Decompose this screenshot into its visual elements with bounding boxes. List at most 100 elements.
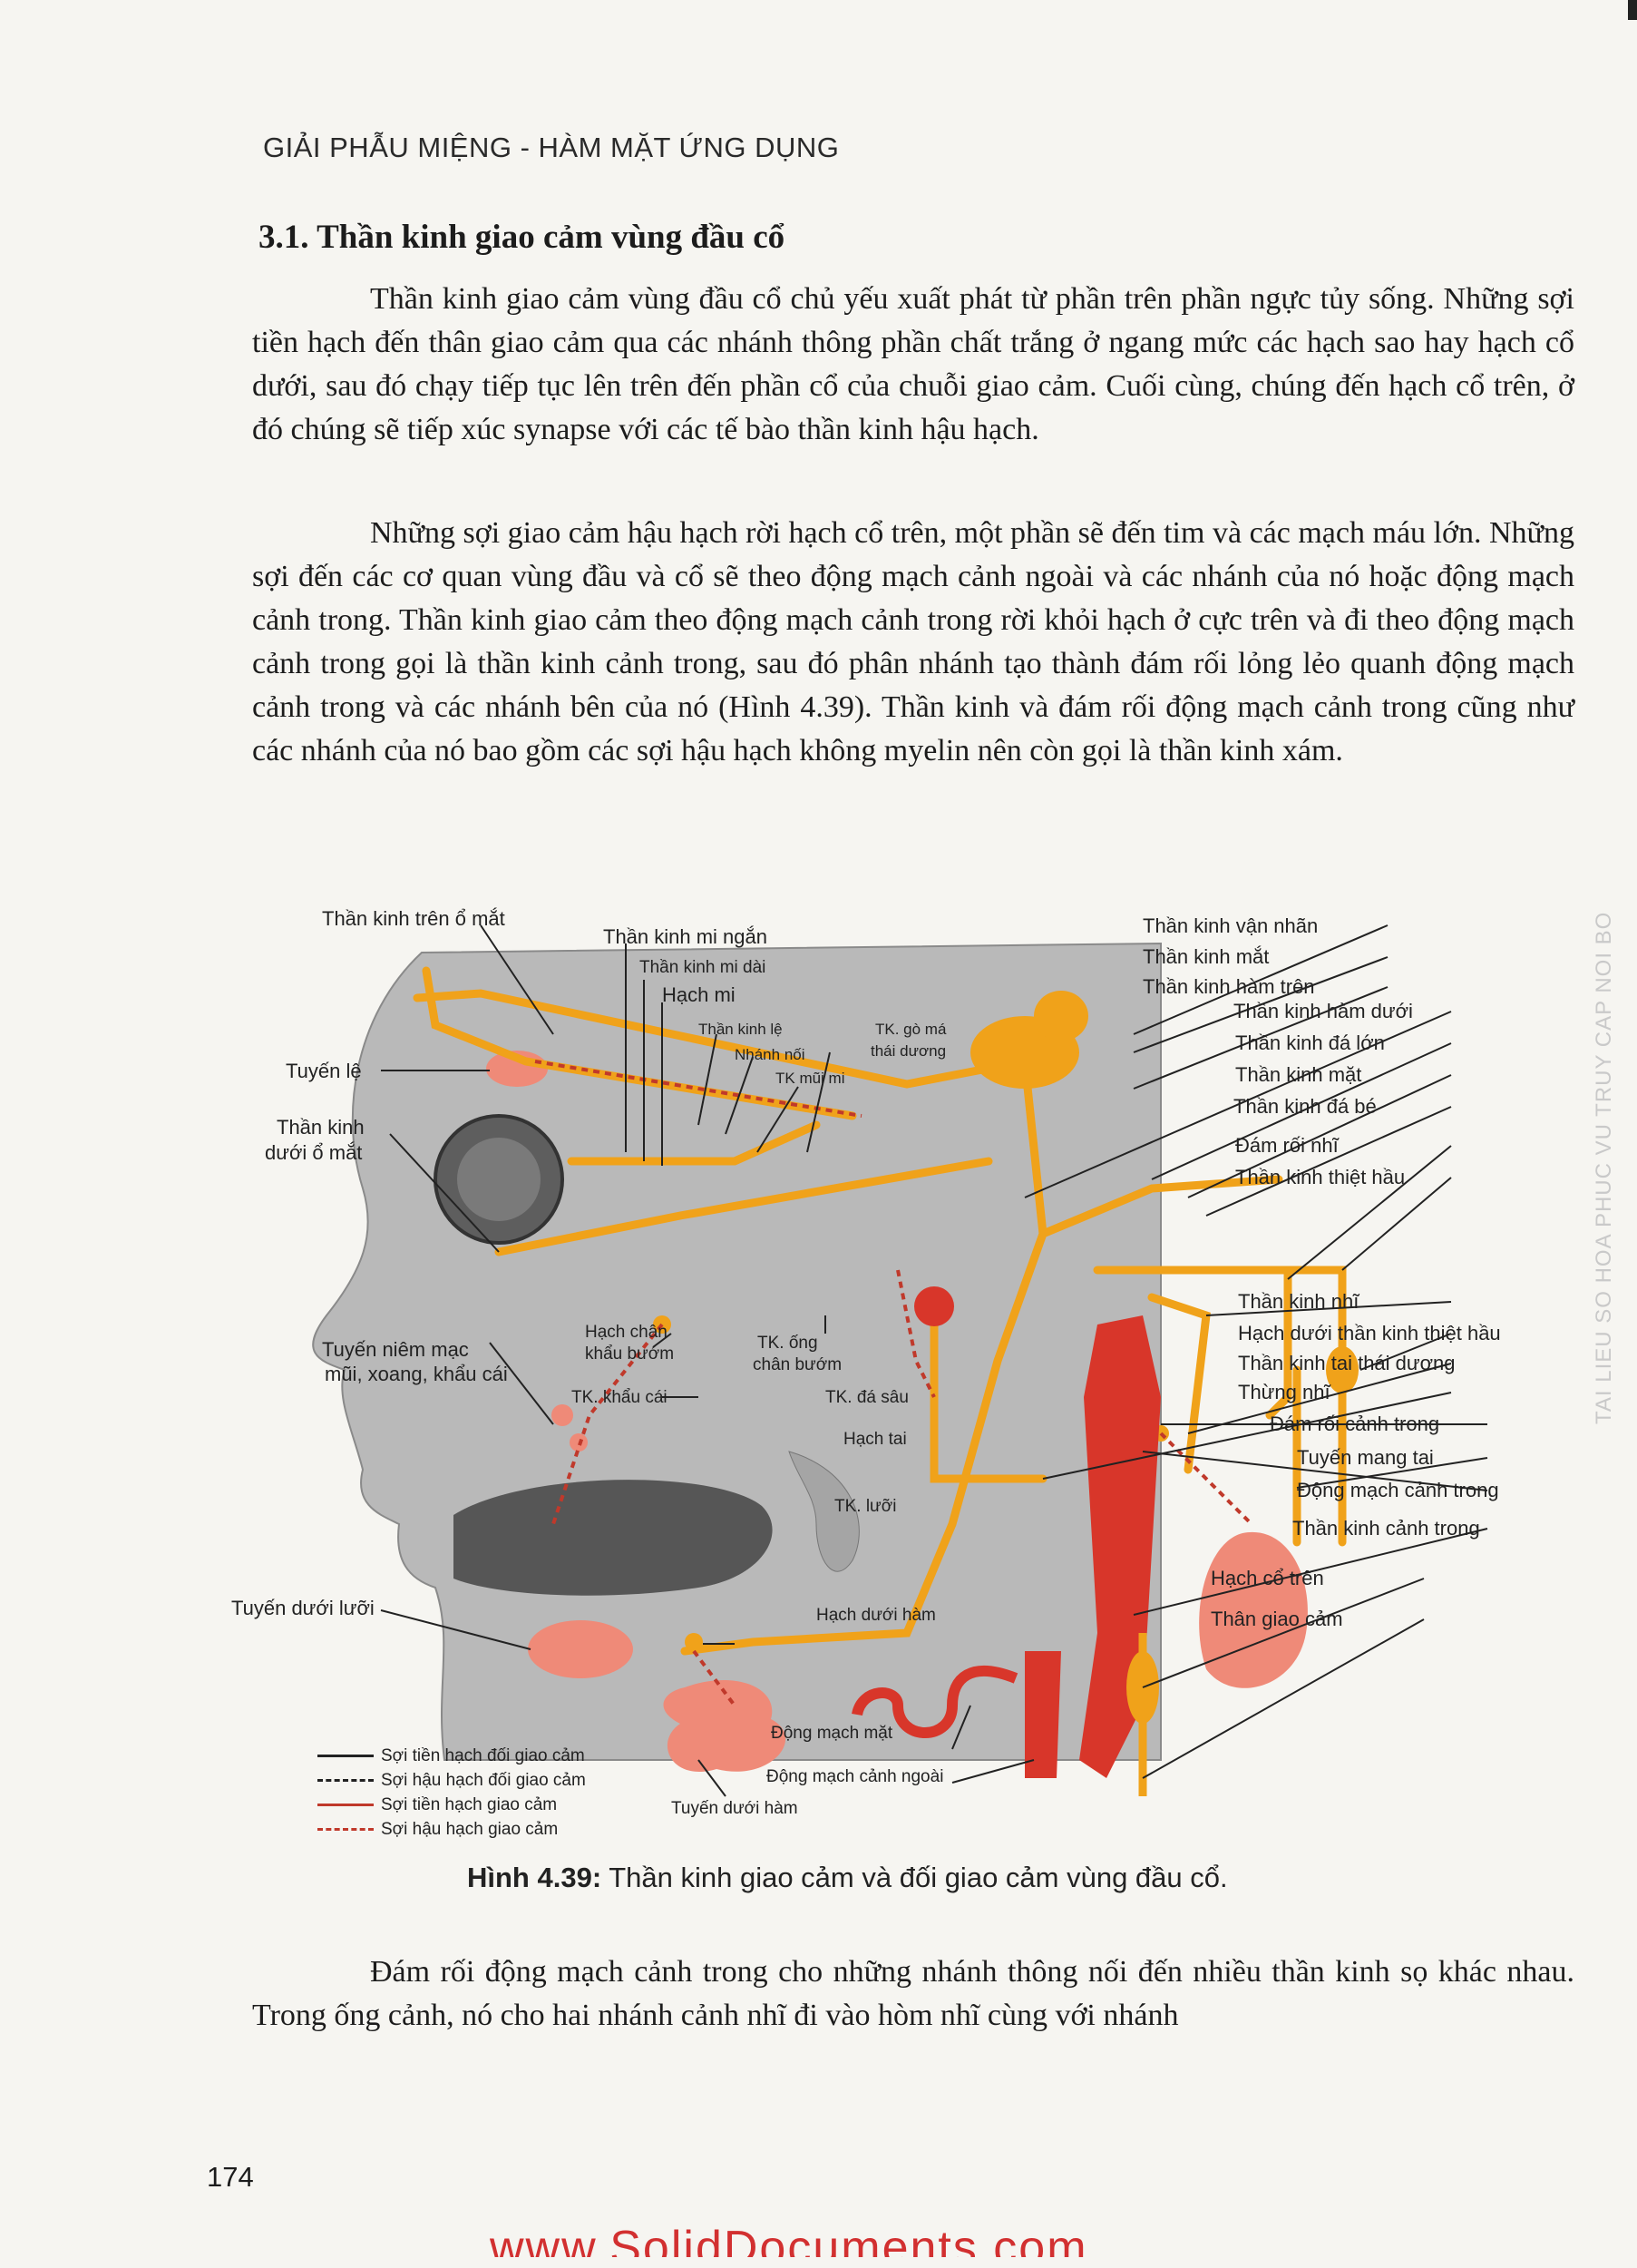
caption-text: Thần kinh giao cảm và đối giao cảm vùng … bbox=[601, 1862, 1228, 1893]
postganglionic-fibres bbox=[534, 1060, 1253, 1707]
label-deep-petrosal-nerve: TK. đá sâu bbox=[825, 1388, 909, 1407]
scan-corner-mark bbox=[1628, 0, 1637, 20]
figure-caption: Hình 4.39: Thần kinh giao cảm và đối gia… bbox=[467, 1862, 1228, 1894]
infraorbital-nerve bbox=[494, 1157, 993, 1256]
legend-row-preganglionic-sympathetic: Sợi tiền hạch giao cảm bbox=[317, 1793, 586, 1817]
running-header: GIẢI PHẪU MIỆNG - HÀM MẶT ỨNG DỤNG bbox=[263, 132, 840, 163]
paragraph-1: Thần kinh giao cảm vùng đầu cổ chủ yếu x… bbox=[252, 278, 1574, 452]
label-sublingual-gland: Tuyến dưới lưỡi bbox=[231, 1597, 375, 1619]
label-short-ciliary-nerve: Thần kinh mi ngắn bbox=[603, 925, 767, 948]
label-tympanic-nerve: Thần kinh nhĩ bbox=[1238, 1290, 1359, 1313]
submandibular-ganglion bbox=[685, 1633, 703, 1651]
label-internal-carotid-artery: Động mạch cảnh trong bbox=[1297, 1479, 1499, 1501]
label-parotid-gland: Tuyến mang tai bbox=[1297, 1446, 1434, 1469]
label-pterygopalatine-ganglion-2: khẩu bướm bbox=[585, 1344, 675, 1364]
legend-row-postganglionic-parasympathetic: Sợi hậu hạch đối giao cảm bbox=[317, 1768, 586, 1793]
label-mandibular-nerve: Thần kinh hàm dưới bbox=[1233, 1000, 1413, 1022]
anatomy-illustration bbox=[312, 924, 1488, 1797]
ciliary-nerve bbox=[567, 1120, 821, 1166]
chorda-tympani bbox=[930, 1302, 1047, 1483]
label-internal-carotid-plexus: Đám rối cảnh trong bbox=[1270, 1413, 1440, 1435]
figure-4-39: Thần kinh trên ổ mắt Thần kinh mi ngắn T… bbox=[227, 889, 1587, 1851]
lacrimal-fibre bbox=[534, 1060, 862, 1118]
section-title: 3.1. Thần kinh giao cảm vùng đầu cổ bbox=[258, 219, 785, 256]
legend-label: Sợi tiền hạch đối giao cảm bbox=[381, 1746, 585, 1765]
legend-label: Sợi tiền hạch giao cảm bbox=[381, 1795, 558, 1814]
label-mucosal-glands-2: mũi, xoang, khẩu cái bbox=[325, 1363, 508, 1385]
label-internal-carotid-nerve: Thần kinh cảnh trong bbox=[1292, 1517, 1480, 1540]
label-palatine-nerve: TK. khẩu cái bbox=[571, 1388, 667, 1407]
leader-lines bbox=[380, 924, 1488, 1797]
label-tympanic-plexus: Đám rối nhĩ bbox=[1235, 1134, 1339, 1157]
label-facial-nerve: Thần kinh mặt bbox=[1235, 1063, 1362, 1086]
label-infraorbital-nerve-1: Thần kinh bbox=[277, 1116, 365, 1139]
caption-label: Hình 4.39: bbox=[467, 1862, 602, 1893]
tongue bbox=[453, 1480, 773, 1596]
label-ciliary-ganglion: Hạch mi bbox=[662, 983, 736, 1006]
legend-swatch-dashed-red bbox=[317, 1828, 374, 1831]
legend-row-preganglionic-parasympathetic: Sợi tiền hạch đối giao cảm bbox=[317, 1744, 586, 1768]
label-zygomaticotemporal-nerve: TK. gò má bbox=[875, 1021, 947, 1038]
label-sympathetic-trunk: Thân giao cảm bbox=[1211, 1608, 1343, 1630]
label-submandibular-gland: Tuyến dưới hàm bbox=[671, 1799, 798, 1818]
page-number: 174 bbox=[207, 2161, 254, 2193]
label-otic-ganglion: Hạch tai bbox=[843, 1430, 907, 1449]
label-pterygoid-canal-nerve-1: TK. ống bbox=[757, 1334, 818, 1353]
label-pterygopalatine-ganglion-1: Hạch chân bbox=[585, 1323, 667, 1342]
label-supraorbital-nerve: Thần kinh trên ổ mắt bbox=[322, 907, 505, 930]
label-submandibular-ganglion: Hạch dưới hàm bbox=[816, 1606, 936, 1625]
label-greater-petrosal-nerve: Thần kinh đá lớn bbox=[1235, 1031, 1385, 1054]
label-nasociliary-nerve: TK mũi mi bbox=[775, 1070, 845, 1087]
paragraph-1-text: Thần kinh giao cảm vùng đầu cổ chủ yếu x… bbox=[252, 282, 1574, 446]
label-glossopharyngeal-nerve: Thần kinh thiệt hầu bbox=[1235, 1166, 1406, 1188]
figure-legend: Sợi tiền hạch đối giao cảm Sợi hậu hạch … bbox=[317, 1744, 586, 1842]
facial-nerve bbox=[1038, 1175, 1283, 1238]
label-oculomotor-nerve: Thần kinh vận nhãn bbox=[1143, 914, 1319, 937]
eye-lens bbox=[457, 1138, 541, 1221]
label-chorda-tympani: Thừng nhĩ bbox=[1238, 1381, 1330, 1403]
footer-watermark: www.SolidDocuments.com bbox=[490, 2222, 1088, 2257]
sidebar-watermark: TAI LIEU SO HOA PHUC VU TRUY CAP NOI BO bbox=[1592, 911, 1616, 1424]
label-pterygoid-canal-nerve-2: chân bướm bbox=[753, 1355, 843, 1374]
inferior-glossopharyngeal-ganglion bbox=[1326, 1346, 1359, 1393]
legend-label: Sợi hậu hạch giao cảm bbox=[381, 1820, 559, 1839]
middle-meningeal-artery bbox=[914, 1286, 954, 1326]
label-lacrimal-gland: Tuyến lệ bbox=[286, 1060, 362, 1082]
paragraph-2: Những sợi giao cảm hậu hạch rời hạch cổ … bbox=[252, 512, 1574, 773]
legend-swatch-dashed-dark bbox=[317, 1779, 374, 1782]
nasal-fibre bbox=[551, 1323, 664, 1525]
label-auriculotemporal-nerve: Thần kinh tai thái dương bbox=[1238, 1352, 1456, 1374]
legend-swatch-solid-red bbox=[317, 1804, 374, 1806]
parotid-gland bbox=[1199, 1531, 1308, 1688]
label-infraorbital-nerve-2: dưới ổ mắt bbox=[265, 1141, 363, 1164]
paragraph-3: Đám rối động mạch cảnh trong cho những n… bbox=[252, 1950, 1574, 2038]
label-inferior-glossopharyngeal-ganglion: Hạch dưới thần kinh thiệt hầu bbox=[1238, 1322, 1501, 1344]
label-external-carotid-artery: Động mạch cảnh ngoài bbox=[766, 1767, 944, 1786]
legend-swatch-solid-dark bbox=[317, 1755, 374, 1757]
label-mucosal-glands-1: Tuyến niêm mạc bbox=[322, 1338, 469, 1361]
nasal-gland bbox=[551, 1404, 573, 1426]
label-facial-artery: Động mạch mặt bbox=[771, 1724, 893, 1743]
facial-artery bbox=[852, 1665, 1018, 1738]
label-temporal: thái dương bbox=[871, 1042, 947, 1060]
legend-row-postganglionic-sympathetic: Sợi hậu hạch giao cảm bbox=[317, 1817, 586, 1842]
label-long-ciliary-nerve: Thần kinh mi dài bbox=[639, 958, 766, 977]
parotid-fibre bbox=[1159, 1432, 1253, 1526]
external-carotid-artery bbox=[1025, 1651, 1061, 1778]
paragraph-3-text: Đám rối động mạch cảnh trong cho những n… bbox=[252, 1955, 1574, 2032]
label-superior-cervical-ganglion: Hạch cổ trên bbox=[1211, 1567, 1324, 1589]
trigeminal-root bbox=[1034, 991, 1088, 1041]
supraorbital-nerve bbox=[413, 989, 1029, 1089]
label-lesser-petrosal-nerve: Thần kinh đá bé bbox=[1233, 1095, 1377, 1118]
label-lacrimal-nerve: Thần kinh lệ bbox=[698, 1021, 783, 1038]
legend-label: Sợi hậu hạch đối giao cảm bbox=[381, 1771, 586, 1790]
paragraph-2-text: Những sợi giao cảm hậu hạch rời hạch cổ … bbox=[252, 516, 1574, 767]
sublingual-gland bbox=[528, 1620, 633, 1678]
deep-petrosal-fibre bbox=[896, 1269, 936, 1398]
label-ophthalmic-nerve: Thần kinh mắt bbox=[1143, 945, 1270, 968]
label-maxillary-nerve: Thần kinh hàm trên bbox=[1143, 975, 1315, 998]
soft-palate bbox=[788, 1451, 860, 1572]
label-lingual-nerve: TK. lưỡi bbox=[834, 1497, 897, 1516]
submandibular-gland bbox=[663, 1680, 786, 1773]
